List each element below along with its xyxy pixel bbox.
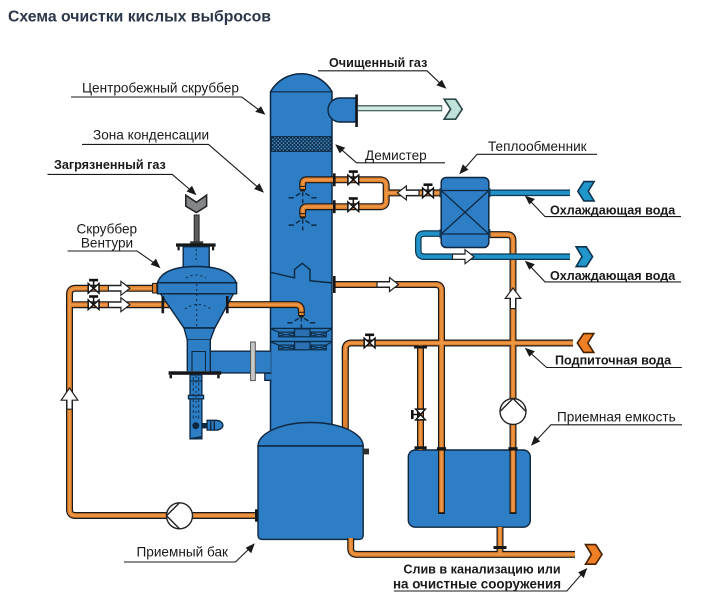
svg-text:Центробежный скруббер: Центробежный скруббер (82, 80, 239, 95)
svg-text:Очищенный газ: Очищенный газ (329, 56, 427, 70)
svg-text:Приемная емкость: Приемная емкость (557, 409, 676, 424)
svg-text:на очистные сооружения: на очистные сооружения (393, 577, 561, 592)
svg-text:Вентури: Вентури (81, 236, 133, 251)
svg-text:Охлаждающая вода: Охлаждающая вода (550, 269, 676, 283)
svg-text:Демистер: Демистер (365, 148, 427, 163)
svg-text:Приемный бак: Приемный бак (137, 545, 230, 560)
svg-text:Скруббер: Скруббер (76, 222, 137, 237)
svg-text:Теплообменник: Теплообменник (488, 139, 588, 154)
svg-text:Зона конденсации: Зона конденсации (93, 128, 209, 143)
svg-text:Подпиточная вода: Подпиточная вода (555, 354, 672, 368)
svg-text:Слив в канализацию или: Слив в канализацию или (403, 563, 560, 577)
svg-text:Загрязненный газ: Загрязненный газ (54, 158, 166, 172)
svg-text:Схема очистки кислых выбросов: Схема очистки кислых выбросов (8, 9, 271, 26)
svg-text:Охлаждающая вода: Охлаждающая вода (550, 204, 676, 218)
